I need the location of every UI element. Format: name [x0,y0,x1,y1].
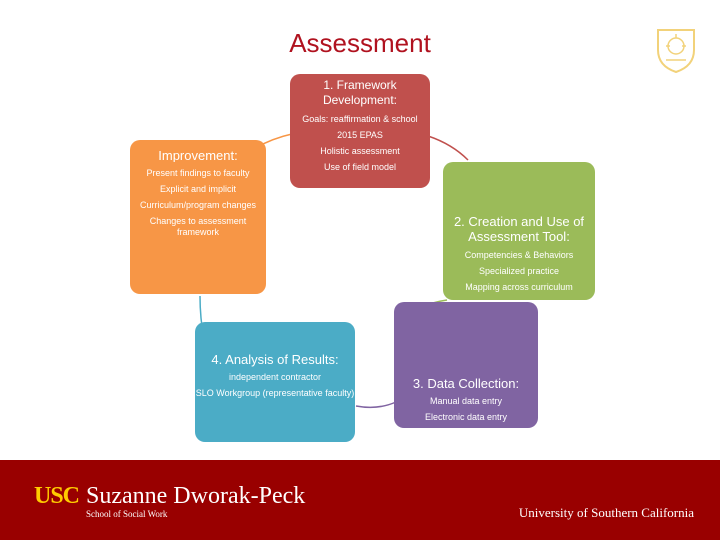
step-item: SLO Workgroup (representative faculty) [195,388,355,398]
page-title: Assessment [289,28,431,58]
step-heading: 1. Framework Development: [322,78,398,107]
step-item: Competencies & Behaviors [464,250,574,260]
step-item: independent contractor [228,372,322,382]
usc-logo-text: USC [34,483,80,509]
step-item: Curriculum/program changes [139,200,257,210]
step-assessment-tool: 2. Creation and Use of Assessment Tool: … [443,162,595,300]
step-item: Present findings to faculty [146,168,250,178]
university-name: University of Southern California [518,505,694,520]
step-analysis-of-results: 4. Analysis of Results: independent cont… [195,322,355,442]
step-item: Holistic assessment [320,146,400,156]
step-item: Changes to assessment framework [149,216,247,237]
step-item: Explicit and implicit [159,184,237,194]
school-name: Suzanne Dworak-Peck [86,483,306,509]
footer-bar [0,460,720,540]
step-data-collection: 3. Data Collection: Manual data entry El… [394,302,538,428]
step-heading: 4. Analysis of Results: [211,352,339,367]
step-heading: 2. Creation and Use of Assessment Tool: [453,214,585,244]
step-item: Specialized practice [478,266,560,276]
step-framework-development: 1. Framework Development: Goals: reaffir… [290,74,430,188]
step-item: 2015 EPAS [337,130,383,140]
step-heading: 3. Data Collection: [412,376,520,391]
step-item: Goals: reaffirmation & school [302,114,418,124]
school-subtitle: School of Social Work [86,509,168,519]
cycle-arrows [199,133,469,409]
step-improvement: Improvement: Present findings to faculty… [130,140,266,294]
step-item: Manual data entry [429,396,503,406]
step-item: Electronic data entry [424,412,508,422]
step-item: Mapping across curriculum [465,282,573,292]
step-heading: Improvement: [158,150,238,162]
step-item: Use of field model [323,162,397,172]
usc-seal-icon [657,29,695,74]
